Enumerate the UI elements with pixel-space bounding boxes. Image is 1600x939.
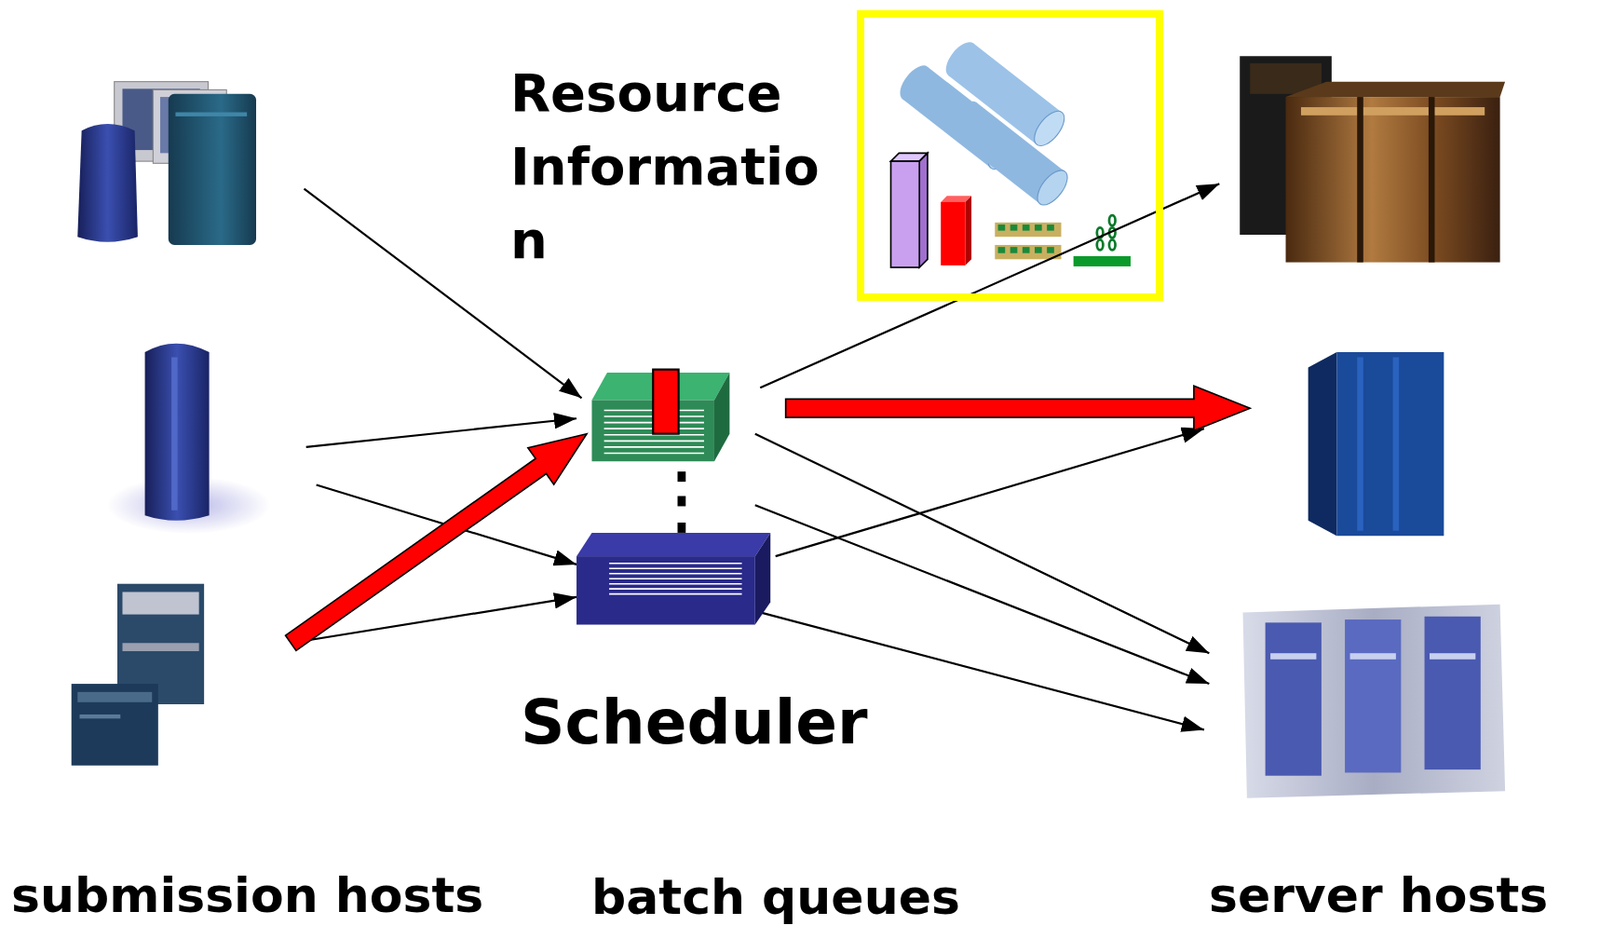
supercomputer [1239, 55, 1506, 262]
highlight-arrow [285, 433, 587, 651]
highlight-arrow [786, 385, 1251, 431]
tower-server [107, 343, 271, 534]
resource-info-box: Resource Informatio n [510, 10, 1164, 301]
resource-icons [891, 37, 1131, 268]
job-flow-arrows [290, 183, 1220, 730]
box-heading: Resource Informatio n [510, 55, 820, 277]
rack-server [71, 583, 204, 766]
column-label: batch queues [591, 867, 961, 926]
batch-queue [591, 369, 730, 462]
ellipsis-dots [677, 471, 687, 533]
highlight-frame [856, 10, 1164, 301]
workstation [77, 81, 257, 245]
component-label: Scheduler [520, 685, 868, 760]
cabinet-server [1308, 352, 1445, 536]
column-label: submission hosts [11, 866, 484, 924]
rack-cluster [1243, 604, 1506, 799]
column-label: server hosts [1208, 866, 1548, 924]
batch-queue [576, 532, 771, 625]
